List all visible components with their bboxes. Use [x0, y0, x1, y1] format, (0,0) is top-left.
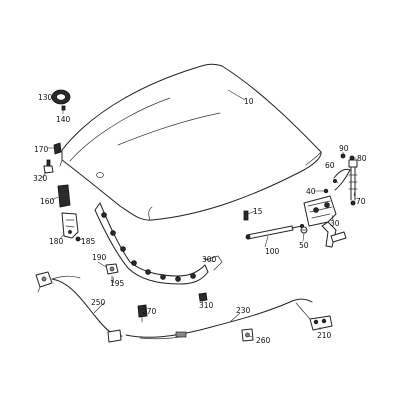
hinge-spring-70 [348, 159, 358, 206]
callout-250: 250 [91, 298, 106, 307]
leader-lines [41, 89, 356, 338]
callout-labels: 10 130 140 170 320 160 180 185 190 195 1… [33, 93, 367, 345]
callout-80: 80 [357, 154, 367, 163]
callout-100: 100 [265, 247, 280, 256]
callout-310: 310 [199, 301, 214, 310]
clip-310 [198, 292, 208, 302]
callout-140: 140 [56, 115, 71, 124]
callout-160: 160 [40, 197, 55, 206]
callout-185: 185 [81, 237, 96, 246]
callout-90: 90 [339, 144, 349, 153]
screw-50 [300, 226, 308, 234]
gas-strut-100 [245, 223, 304, 240]
callout-260: 260 [256, 336, 271, 345]
callout-270: 270 [142, 307, 157, 316]
callout-15: 15 [253, 207, 263, 216]
hood-panel [59, 63, 322, 221]
hood-hinge-30 [303, 195, 347, 248]
callout-40: 40 [306, 187, 316, 196]
cable-connector [107, 329, 122, 343]
screw-15 [243, 210, 249, 221]
plug-320 [43, 159, 54, 174]
callout-130: 130 [38, 93, 53, 102]
rubber-ring-130 [51, 89, 71, 105]
release-cable-230 [125, 298, 313, 340]
cable-guide-60 [332, 168, 351, 191]
hood-stop-160 [57, 184, 71, 208]
bolt-80 [349, 155, 355, 161]
hood-lock-210 [295, 302, 333, 331]
callout-320: 320 [33, 174, 48, 183]
callout-10: 10 [244, 97, 254, 106]
callout-300: 300 [202, 255, 217, 264]
callout-70: 70 [356, 197, 366, 206]
buffer-170 [53, 142, 62, 155]
screw-90 [340, 153, 346, 159]
callout-180: 180 [49, 237, 64, 246]
cable-holder-190 [105, 263, 119, 275]
callout-170: 170 [34, 145, 49, 154]
callout-50: 50 [299, 241, 309, 250]
screw-40 [323, 188, 329, 194]
grommet-260 [241, 328, 254, 342]
clip-140 [61, 105, 66, 111]
callout-60: 60 [325, 161, 335, 170]
callout-210: 210 [317, 331, 332, 340]
hood-seal-strip [94, 202, 223, 285]
callout-30: 30 [330, 219, 340, 228]
callout-190: 190 [92, 253, 107, 262]
bracket-180 [61, 212, 79, 239]
callout-230: 230 [236, 306, 251, 315]
callout-195: 195 [110, 279, 125, 288]
release-lever-left [35, 271, 53, 293]
